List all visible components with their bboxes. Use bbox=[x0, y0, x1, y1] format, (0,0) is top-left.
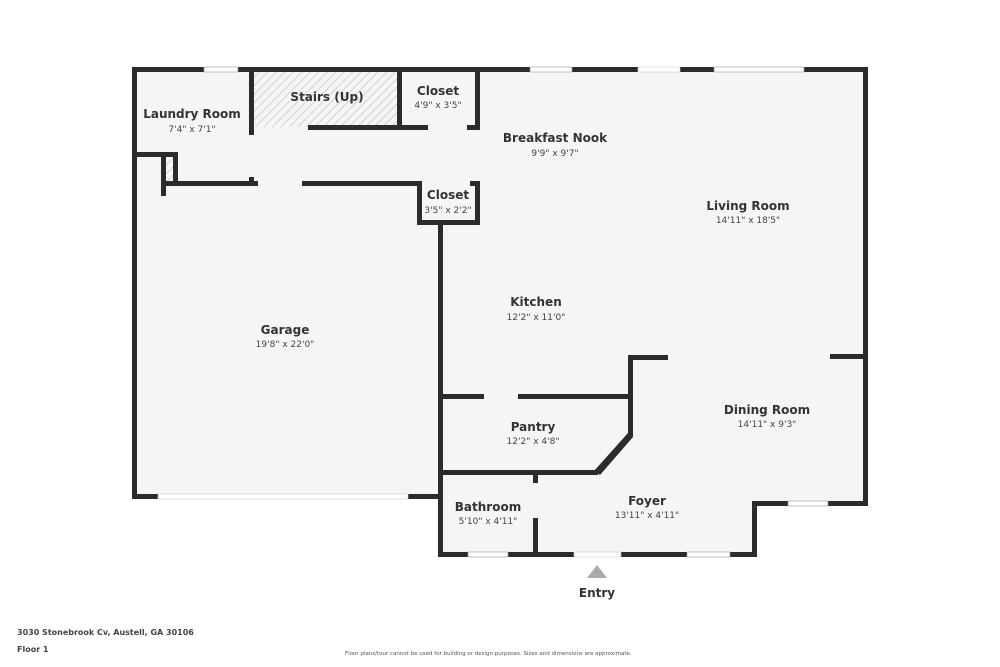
room-closet-upper: Closet 4'9" x 3'5" bbox=[414, 84, 461, 111]
floor-label: Floor 1 bbox=[17, 645, 49, 654]
svg-text:Closet: Closet bbox=[427, 188, 469, 202]
room-breakfast-nook: Breakfast Nook 9'9" x 9'7" bbox=[503, 131, 608, 159]
room-dining: Dining Room 14'11" x 9'3" bbox=[724, 403, 810, 430]
room-closet-lower: Closet 3'5" x 2'2" bbox=[424, 188, 471, 216]
entry-label: Entry bbox=[579, 586, 615, 600]
chase-area bbox=[165, 156, 175, 182]
svg-text:12'2" x 4'8": 12'2" x 4'8" bbox=[507, 437, 560, 447]
svg-text:19'8" x 22'0": 19'8" x 22'0" bbox=[256, 340, 315, 350]
walls bbox=[132, 67, 868, 557]
svg-text:Bathroom: Bathroom bbox=[455, 500, 521, 514]
svg-text:Garage: Garage bbox=[261, 323, 310, 337]
room-bathroom: Bathroom 5'10" x 4'11" bbox=[455, 500, 521, 527]
svg-text:Breakfast Nook: Breakfast Nook bbox=[503, 131, 608, 145]
svg-text:Living Room: Living Room bbox=[706, 199, 789, 213]
windows bbox=[203, 66, 829, 558]
floor-area bbox=[134, 69, 866, 554]
entry-arrow-icon bbox=[587, 565, 607, 578]
svg-text:14'11" x 18'5": 14'11" x 18'5" bbox=[716, 216, 780, 226]
disclaimer: Floor plans/tour cannot be used for buil… bbox=[345, 651, 632, 657]
door-openings bbox=[157, 66, 681, 558]
stairs-area bbox=[253, 72, 399, 127]
svg-text:Pantry: Pantry bbox=[511, 420, 556, 434]
svg-text:13'11" x 4'11": 13'11" x 4'11" bbox=[615, 511, 679, 521]
room-laundry: Laundry Room 7'4" x 7'1" bbox=[143, 107, 241, 135]
address: 3030 Stonebrook Cv, Austell, GA 30106 bbox=[17, 628, 194, 637]
room-stairs: Stairs (Up) bbox=[290, 90, 363, 104]
svg-text:Dining Room: Dining Room bbox=[724, 403, 810, 417]
room-living: Living Room 14'11" x 18'5" bbox=[706, 199, 789, 226]
svg-text:Laundry Room: Laundry Room bbox=[143, 107, 241, 121]
room-garage: Garage 19'8" x 22'0" bbox=[256, 323, 315, 350]
svg-text:9'9" x 9'7": 9'9" x 9'7" bbox=[531, 149, 578, 159]
room-kitchen: Kitchen 12'2" x 11'0" bbox=[507, 295, 566, 323]
svg-text:Closet: Closet bbox=[417, 84, 459, 98]
svg-text:Kitchen: Kitchen bbox=[510, 295, 562, 309]
room-pantry: Pantry 12'2" x 4'8" bbox=[507, 420, 560, 447]
svg-text:14'11" x 9'3": 14'11" x 9'3" bbox=[738, 420, 797, 430]
svg-text:Stairs (Up): Stairs (Up) bbox=[290, 90, 363, 104]
svg-text:Foyer: Foyer bbox=[628, 494, 666, 508]
svg-text:5'10" x 4'11": 5'10" x 4'11" bbox=[459, 517, 518, 527]
svg-text:12'2" x 11'0": 12'2" x 11'0" bbox=[507, 313, 566, 323]
svg-text:7'4" x 7'1": 7'4" x 7'1" bbox=[168, 125, 215, 135]
svg-text:4'9" x 3'5": 4'9" x 3'5" bbox=[414, 101, 461, 111]
room-foyer: Foyer 13'11" x 4'11" bbox=[615, 494, 679, 521]
svg-text:3'5" x 2'2": 3'5" x 2'2" bbox=[424, 206, 471, 216]
